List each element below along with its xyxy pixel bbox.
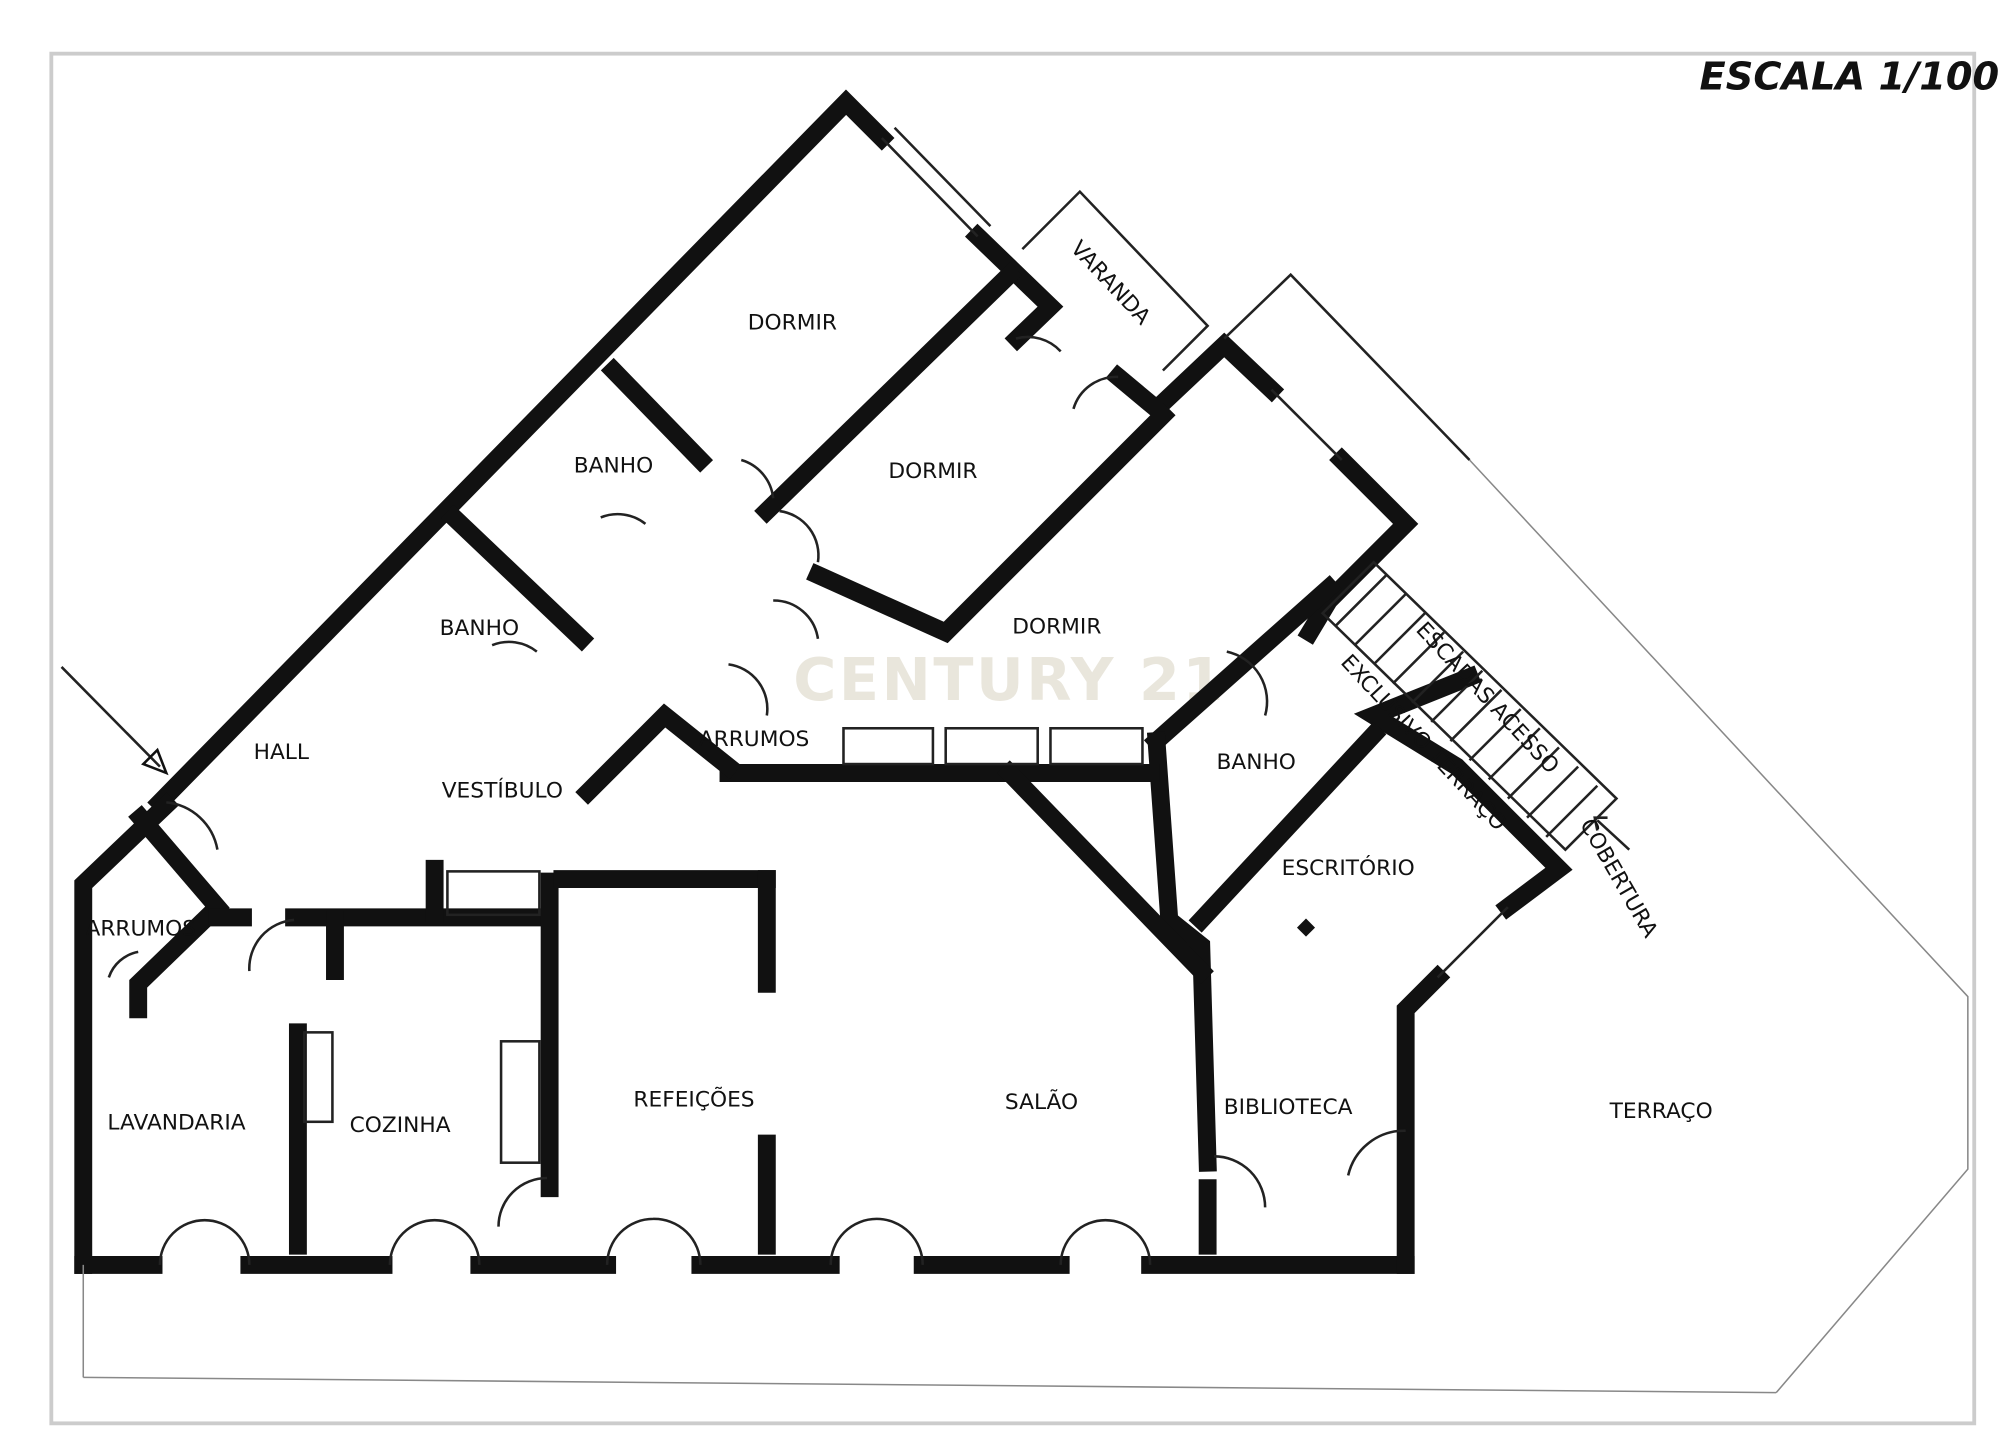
room-arrumos-2: ARRUMOS xyxy=(85,916,196,941)
room-lavandaria: LAVANDARIA xyxy=(107,1110,245,1135)
room-biblioteca: BIBLIOTECA xyxy=(1224,1095,1353,1120)
watermark: CENTURY 21 xyxy=(793,645,1226,714)
scale-label: ESCALA 1/100 xyxy=(1700,54,2000,99)
room-hall: HALL xyxy=(254,740,309,765)
room-terraco: TERRAÇO xyxy=(1609,1099,1713,1124)
doors xyxy=(107,335,1406,1265)
room-dormir-3: DORMIR xyxy=(1012,615,1101,640)
room-arrumos-1: ARRUMOS xyxy=(699,727,810,752)
walls xyxy=(74,89,1573,1274)
stair-treads xyxy=(1334,574,1599,838)
room-banho-3: BANHO xyxy=(1216,750,1295,775)
thin-lines xyxy=(82,126,1969,1394)
room-cozinha: COZINHA xyxy=(350,1113,451,1138)
room-escritorio: ESCRITÓRIO xyxy=(1282,855,1415,881)
room-vestibulo: VESTÍBULO xyxy=(442,777,563,803)
room-salao: SALÃO xyxy=(1005,1088,1078,1115)
room-banho-2: BANHO xyxy=(440,616,519,641)
room-banho-1: BANHO xyxy=(574,454,653,479)
room-dormir-2: DORMIR xyxy=(888,459,977,484)
entry-arrow-icon xyxy=(60,666,169,776)
room-refeicoes: REFEIÇÕES xyxy=(633,1085,754,1112)
fireplace-marker xyxy=(1296,918,1316,937)
room-dormir-1: DORMIR xyxy=(748,311,837,336)
stairs-arrow-icon xyxy=(1593,816,1631,851)
